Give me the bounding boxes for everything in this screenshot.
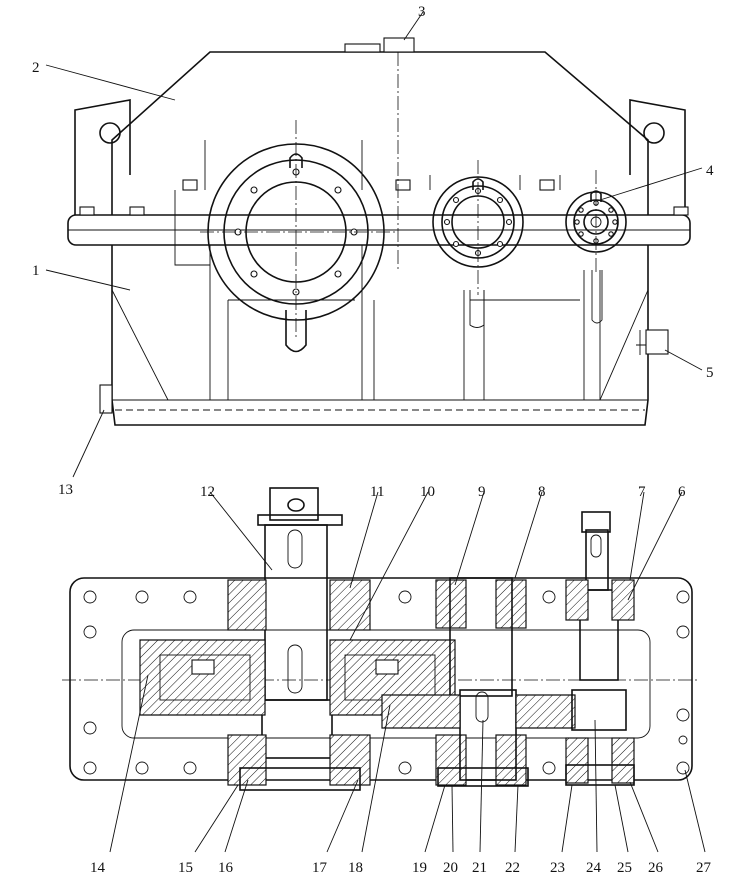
housing-cover xyxy=(111,51,649,215)
label-5: 5 xyxy=(706,365,714,381)
label-25: 25 xyxy=(617,860,632,876)
lifting-lug-right xyxy=(629,99,686,215)
base-outline xyxy=(69,577,693,781)
plan-view xyxy=(62,487,700,791)
base-bolts xyxy=(83,590,690,775)
intermediate-gear xyxy=(381,694,576,729)
label-10: 10 xyxy=(420,484,435,500)
label-11: 11 xyxy=(370,484,384,500)
cover-bosses xyxy=(174,140,561,266)
label-12: 12 xyxy=(200,484,215,500)
label-17: 17 xyxy=(312,860,328,876)
part-labels: 1 2 3 4 5 6 7 8 9 10 11 12 13 14 15 16 1… xyxy=(32,4,714,876)
label-16: 16 xyxy=(218,860,234,876)
label-3: 3 xyxy=(418,4,426,20)
label-2: 2 xyxy=(32,60,40,76)
flange-bolts xyxy=(79,179,689,216)
label-4: 4 xyxy=(706,163,714,179)
label-27: 27 xyxy=(696,860,712,876)
base-ribs xyxy=(111,245,649,401)
vent-plug xyxy=(383,37,415,53)
drain-plug xyxy=(645,329,669,355)
intermediate-shaft xyxy=(435,577,529,787)
inner-cavity xyxy=(121,629,651,739)
label-13: 13 xyxy=(58,482,73,498)
label-14: 14 xyxy=(90,860,106,876)
label-21: 21 xyxy=(472,860,487,876)
lifting-lug-left xyxy=(74,99,131,215)
oil-level-plug xyxy=(99,384,113,414)
label-6: 6 xyxy=(678,484,686,500)
front-view xyxy=(67,37,691,426)
leader-lines xyxy=(45,11,706,853)
label-18: 18 xyxy=(348,860,363,876)
label-8: 8 xyxy=(538,484,546,500)
label-15: 15 xyxy=(178,860,193,876)
output-bearings xyxy=(227,579,371,791)
label-19: 19 xyxy=(412,860,427,876)
label-23: 23 xyxy=(550,860,565,876)
label-1: 1 xyxy=(32,263,40,279)
label-9: 9 xyxy=(478,484,486,500)
housing-base xyxy=(111,245,649,426)
output-shaft xyxy=(257,487,343,759)
label-7: 7 xyxy=(638,484,646,500)
label-20: 20 xyxy=(443,860,458,876)
label-22: 22 xyxy=(505,860,520,876)
input-shaft xyxy=(565,511,688,786)
label-24: 24 xyxy=(586,860,602,876)
label-26: 26 xyxy=(648,860,664,876)
